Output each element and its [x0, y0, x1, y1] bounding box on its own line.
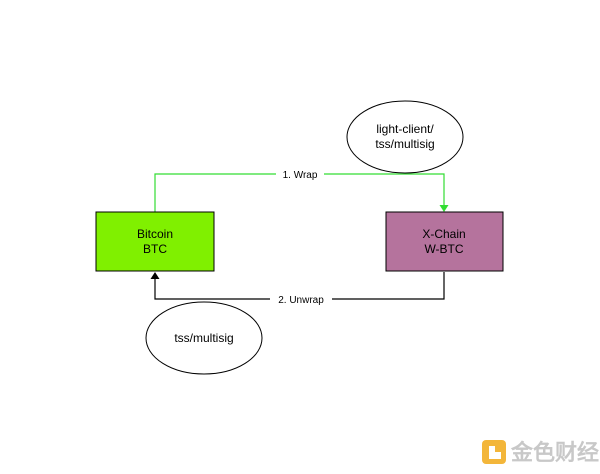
unwrap-edge: 2. Unwrap	[150, 272, 445, 306]
wrap-arrowhead	[439, 205, 449, 212]
light-client-ellipse: light-client/ tss/multisig	[346, 100, 464, 174]
bitcoin-node: Bitcoin BTC	[95, 211, 215, 272]
light-client-line2: tss/multisig	[375, 137, 434, 151]
unwrap-label: 2. Unwrap	[278, 295, 324, 306]
unwrap-arrowhead	[150, 272, 160, 279]
bitcoin-node-ticker: BTC	[143, 242, 167, 256]
tss-multisig-ellipse: tss/multisig	[145, 301, 263, 375]
watermark-text: 金色财经	[510, 440, 599, 466]
xchain-node-ticker: W-BTC	[424, 242, 463, 256]
watermark: 金色财经	[482, 440, 599, 466]
bitcoin-node-title: Bitcoin	[137, 227, 173, 241]
xchain-node: X-Chain W-BTC	[385, 211, 504, 272]
tss-multisig-label: tss/multisig	[174, 331, 233, 345]
xchain-node-title: X-Chain	[422, 227, 465, 241]
light-client-line1: light-client/	[376, 122, 434, 136]
logo-icon	[482, 440, 506, 464]
wrap-edge: 1. Wrap	[154, 167, 449, 212]
wrap-label: 1. Wrap	[283, 170, 318, 181]
